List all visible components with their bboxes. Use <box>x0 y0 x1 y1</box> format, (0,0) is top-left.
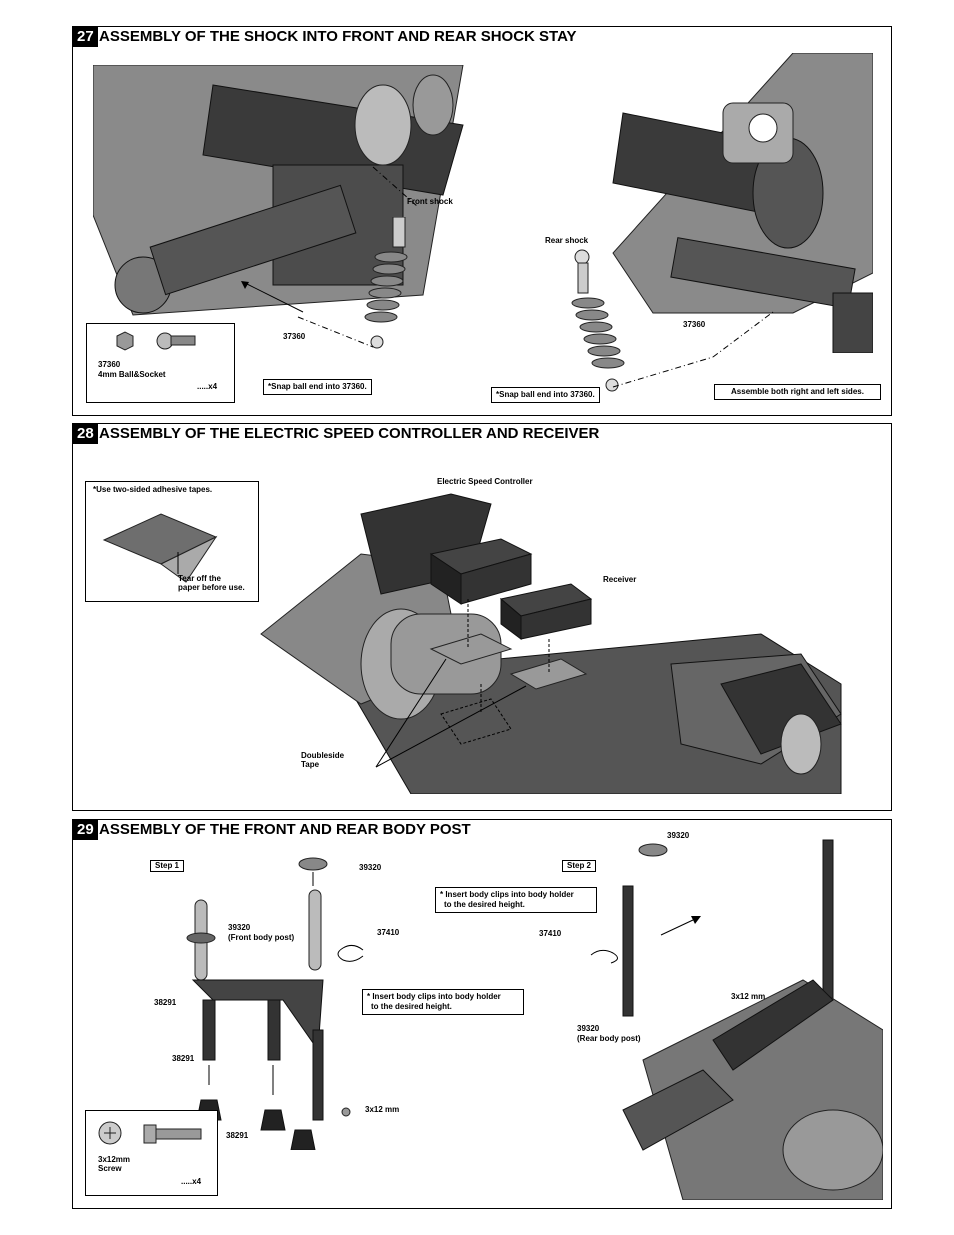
step-number: 28 <box>73 424 98 444</box>
step-title: ASSEMBLY OF THE FRONT AND REAR BODY POST <box>99 821 471 838</box>
receiver-label: Receiver <box>603 575 637 584</box>
screw-3x12-right-label: 3x12 mm <box>731 992 766 1001</box>
screw-3x12-label: 3x12 mm <box>365 1105 400 1114</box>
front-shock-drawing <box>364 217 408 349</box>
part-38291-c: 38291 <box>226 1131 249 1140</box>
parts-box-37360: 37360 4mm Ball&Socket .....x4 <box>86 323 235 403</box>
note-snap-right: *Snap ball end into 37360. <box>491 387 600 403</box>
part-39320-top: 39320 <box>359 863 382 872</box>
rear-body-post-drawing <box>590 839 883 1200</box>
step1-tag: Step 1 <box>150 860 185 872</box>
part-39320-front: 39320 <box>228 923 251 932</box>
note-both-sides: Assemble both right and left sides. <box>714 384 881 400</box>
note-line1: * Insert body clips into body holder <box>440 890 574 899</box>
part-37360-right: 37360 <box>683 320 706 329</box>
part-39320-rear: 39320 <box>577 1024 600 1033</box>
step-28-panel: 28 ASSEMBLY OF THE ELECTRIC SPEED CONTRO… <box>72 423 892 811</box>
screw-parts-box: 3x12mm Screw .....x4 <box>85 1110 218 1196</box>
parts-number: 37360 <box>98 360 121 369</box>
step-title: ASSEMBLY OF THE ELECTRIC SPEED CONTROLLE… <box>99 425 600 442</box>
tear-line2: paper before use. <box>178 583 245 592</box>
tape-label-line1: Doubleside <box>301 751 345 760</box>
note-line2: to the desired height. <box>371 1002 452 1011</box>
tape-label-line2: Tape <box>301 760 320 769</box>
step-27-panel: 27 ASSEMBLY OF THE SHOCK INTO FRONT AND … <box>72 26 892 416</box>
part-37360-left: 37360 <box>283 332 306 341</box>
part-38291-a: 38291 <box>154 998 177 1007</box>
front-shock-label: Front shock <box>407 197 453 206</box>
note-clips-right: * Insert body clips into body holder to … <box>435 887 597 913</box>
part-37410-left: 37410 <box>377 928 400 937</box>
screw-size: 3x12mm <box>98 1155 131 1164</box>
step-number: 27 <box>73 27 98 47</box>
part-39320-right: 39320 <box>667 831 690 840</box>
step-number: 29 <box>73 820 98 840</box>
front-chassis-drawing <box>93 65 464 316</box>
rear-shock-label: Rear shock <box>545 236 589 245</box>
rear-body-post-label: (Rear body post) <box>577 1034 641 1043</box>
front-body-post-label: (Front body post) <box>228 933 295 942</box>
part-38291-b: 38291 <box>172 1054 195 1063</box>
screw-quantity: .....x4 <box>181 1177 202 1186</box>
step2-tag: Step 2 <box>562 860 597 872</box>
esc-label: Electric Speed Controller <box>437 477 533 486</box>
part-37410-right: 37410 <box>539 929 562 938</box>
note-snap-left: *Snap ball end into 37360. <box>263 379 372 395</box>
screw-icon <box>341 1107 351 1117</box>
note-clips-left: * Insert body clips into body holder to … <box>362 989 524 1015</box>
step-29-panel: 29 ASSEMBLY OF THE FRONT AND REAR BODY P… <box>72 819 892 1209</box>
nut-icon <box>116 331 134 351</box>
note-line2: to the desired height. <box>444 900 525 909</box>
note-line1: * Insert body clips into body holder <box>367 992 501 1001</box>
parts-description: 4mm Ball&Socket <box>98 370 166 379</box>
adhesive-tape-box: *Use two-sided adhesive tapes. Tear off … <box>85 481 259 602</box>
rear-chassis-drawing <box>612 53 873 353</box>
front-body-post-drawing <box>186 857 364 1150</box>
chassis-electronics-drawing <box>260 493 842 794</box>
screw-name: Screw <box>98 1164 122 1173</box>
rear-shock-drawing <box>571 249 625 392</box>
parts-quantity: .....x4 <box>197 382 218 391</box>
tape-note: *Use two-sided adhesive tapes. <box>93 485 213 494</box>
tear-line1: Tear off the <box>178 574 221 583</box>
step-title: ASSEMBLY OF THE SHOCK INTO FRONT AND REA… <box>99 28 577 45</box>
